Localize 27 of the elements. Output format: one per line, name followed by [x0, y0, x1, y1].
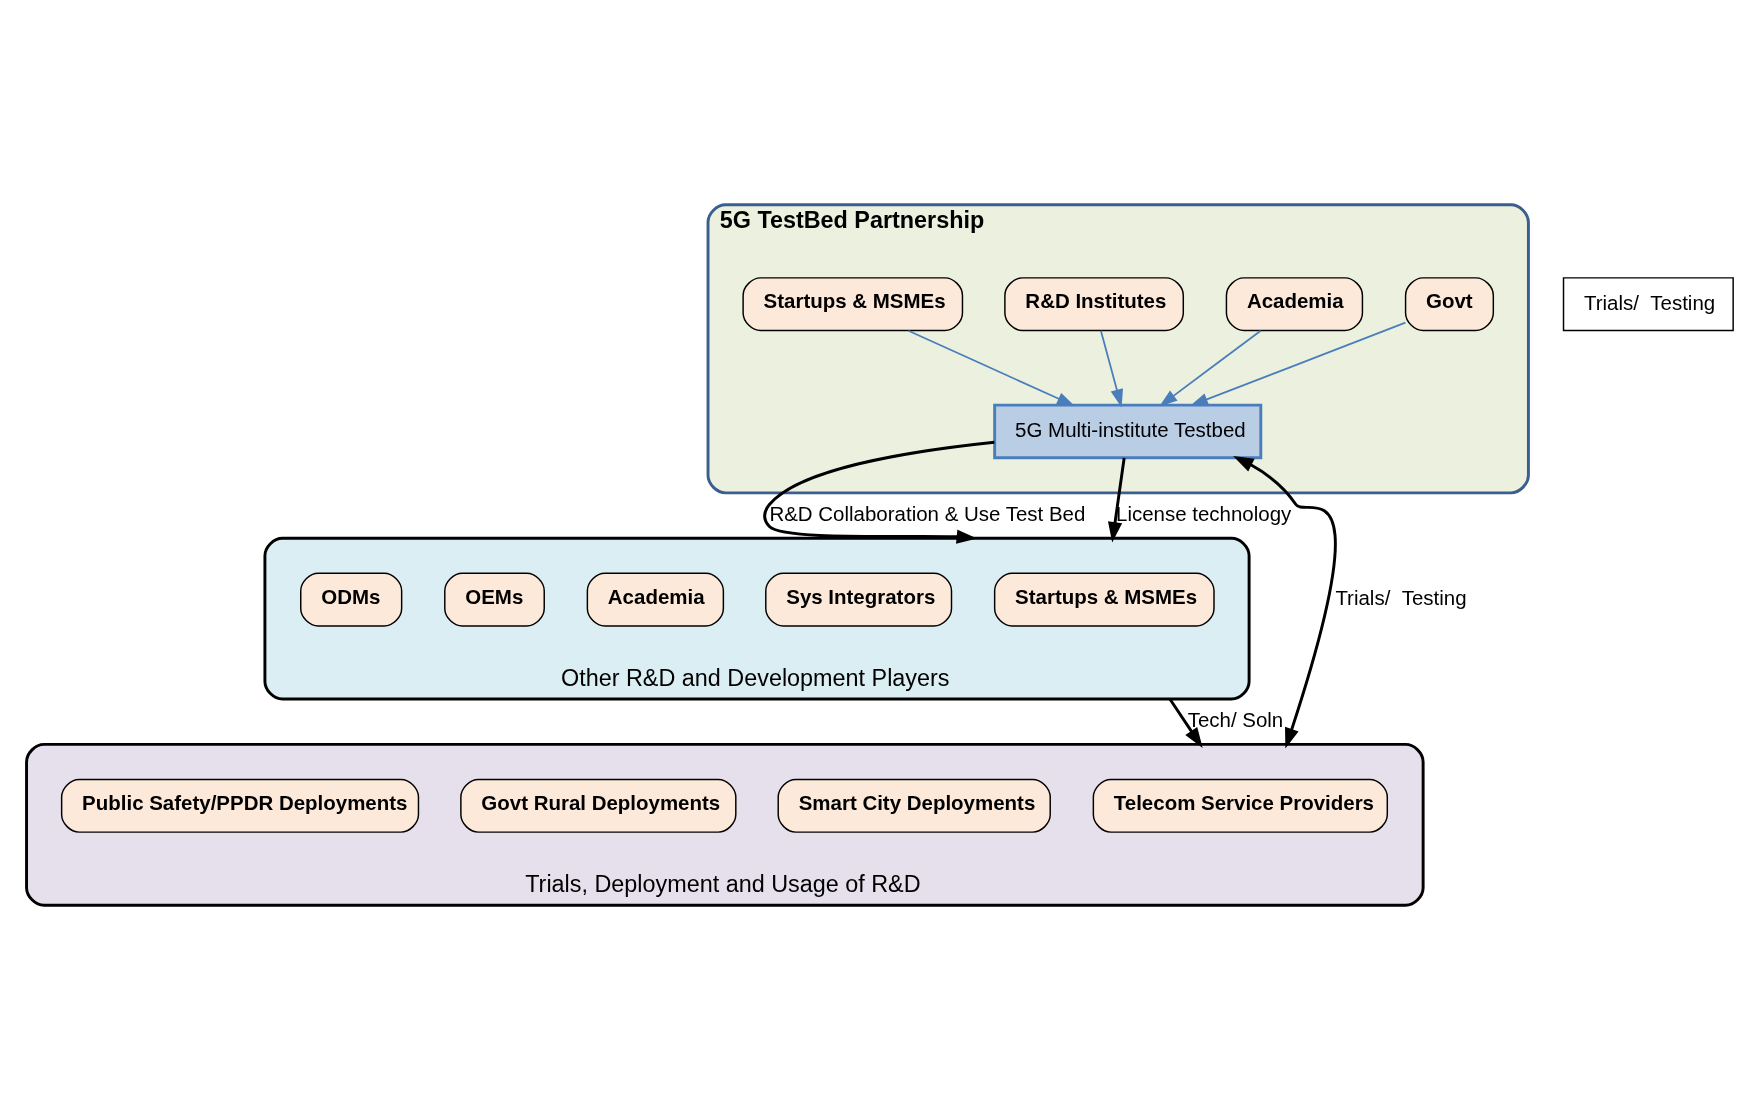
- arrow: [1168, 698, 1203, 749]
- edge-label: Trials/ Testing: [1334, 586, 1467, 610]
- edge-label: R&D Collaboration & Use Test Bed: [768, 501, 1085, 525]
- node-box: Govt: [1404, 277, 1494, 332]
- node-box: Public Safety/PPDR Deployments: [60, 778, 419, 833]
- node-box: Telecom Service Providers: [1092, 778, 1388, 833]
- node-box: R&D Institutes: [1003, 277, 1184, 332]
- arrow: [1189, 321, 1406, 406]
- arrow: [1158, 329, 1262, 407]
- node-box: Smart City Deployments: [777, 778, 1051, 833]
- arrow: [762, 440, 995, 544]
- node-box: Academia: [1225, 277, 1363, 332]
- edge-label: Tech/ Soln: [1187, 708, 1283, 732]
- node-box: ODMs: [299, 572, 402, 627]
- arrow: [1232, 455, 1337, 749]
- label: Trials/ Testing: [1583, 290, 1715, 314]
- node-box: Startups & MSMEs: [741, 277, 963, 332]
- node-box: Academia: [586, 572, 724, 627]
- edge-label: License technology: [1115, 501, 1291, 525]
- node-box: Sys Integrators: [764, 572, 952, 627]
- node-box: OEMs: [443, 572, 545, 627]
- arrow: [1099, 329, 1123, 408]
- arrow: [1107, 457, 1126, 543]
- arrow: [907, 329, 1075, 407]
- node-box: Startups & MSMEs: [993, 572, 1215, 627]
- node-box: 5G Multi-institute Testbed: [992, 403, 1262, 460]
- node-box: Govt Rural Deployments: [459, 778, 737, 833]
